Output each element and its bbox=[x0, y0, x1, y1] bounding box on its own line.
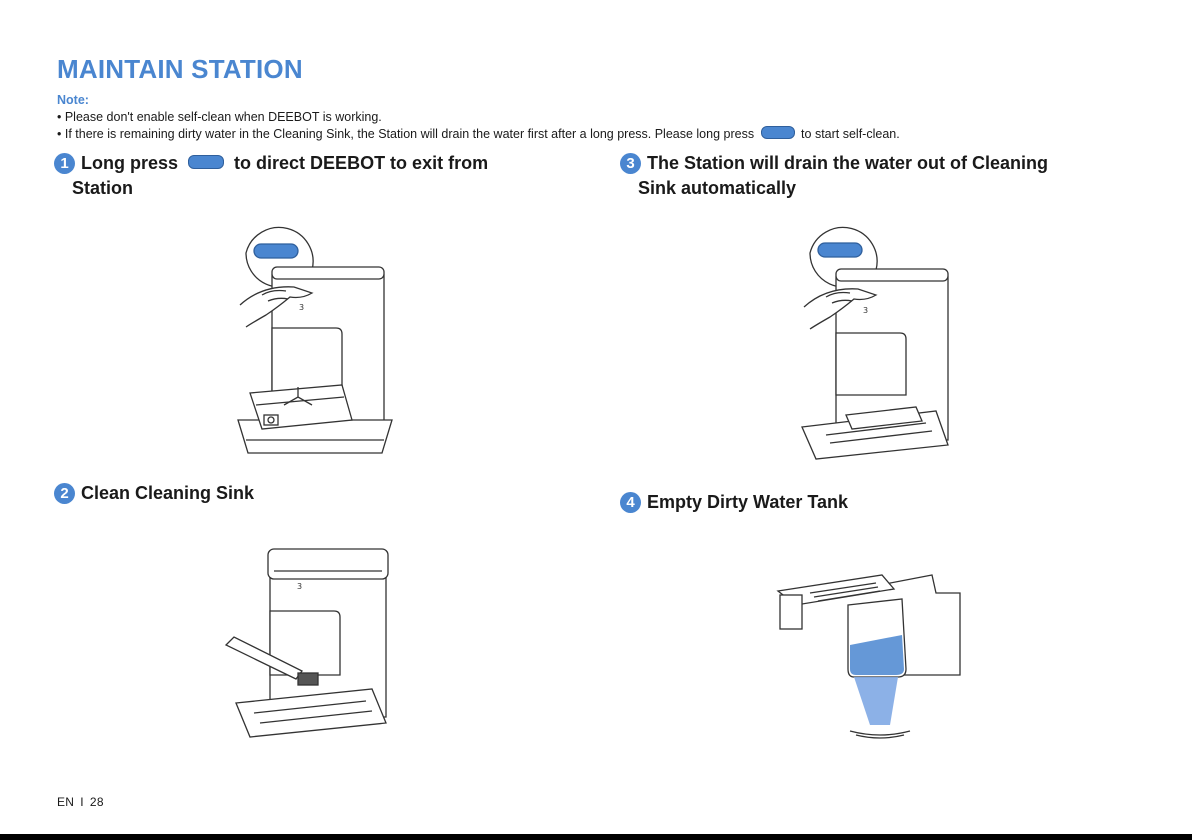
step-2-title: 2 Clean Cleaning Sink bbox=[54, 481, 254, 506]
footer-lang: EN bbox=[57, 795, 75, 809]
empty-tank-illustration bbox=[776, 574, 961, 739]
station-exit-illustration: 3 bbox=[237, 226, 393, 454]
step-3-text-cont: Sink automatically bbox=[638, 178, 797, 198]
page-title: MAINTAIN STATION bbox=[57, 54, 303, 84]
note-line-1: • Please don't enable self-clean when DE… bbox=[57, 110, 382, 124]
step-2-text: Clean Cleaning Sink bbox=[81, 483, 255, 503]
step-1-title: 1 Long press to direct DEEBOT to exit fro… bbox=[54, 151, 488, 201]
step-4-text: Empty Dirty Water Tank bbox=[647, 492, 849, 512]
step-3-title: 3 The Station will drain the water out of… bbox=[620, 151, 1048, 201]
station-drain-illustration: 3 bbox=[801, 226, 949, 460]
step-1-text-cont: Station bbox=[72, 178, 133, 198]
step-3-text: The Station will drain the water out of … bbox=[647, 153, 1049, 173]
bottom-rule bbox=[0, 834, 1192, 840]
button-pill-icon bbox=[760, 126, 795, 139]
button-pill-icon bbox=[188, 155, 225, 169]
svg-text:3: 3 bbox=[297, 582, 302, 591]
step-4-title: 4 Empty Dirty Water Tank bbox=[620, 490, 848, 515]
footer-page-number: 28 bbox=[89, 795, 104, 809]
note-line-2-end: to start self-clean. bbox=[801, 127, 900, 141]
note-line-2-text: • If there is remaining dirty water in t… bbox=[57, 127, 755, 141]
svg-text:3: 3 bbox=[299, 303, 304, 312]
footer-separator: I bbox=[80, 795, 84, 809]
svg-text:3: 3 bbox=[863, 306, 868, 315]
note-label: Note: bbox=[57, 93, 89, 107]
step-1-text-before: Long press bbox=[81, 153, 179, 173]
note-line-2: • If there is remaining dirty water in t… bbox=[57, 126, 1157, 143]
step-1-text-after: to direct DEEBOT to exit from bbox=[234, 153, 489, 173]
step-4-number: 4 bbox=[620, 492, 641, 513]
step-2-number: 2 bbox=[54, 483, 75, 504]
clean-sink-illustration: 3 bbox=[224, 548, 389, 738]
page-footer: EN I 28 bbox=[57, 795, 104, 809]
button-pill-icon bbox=[253, 243, 299, 259]
button-pill-icon bbox=[817, 242, 863, 258]
step-3-number: 3 bbox=[620, 153, 641, 174]
note-block: Note: • Please don't enable self-clean w… bbox=[57, 92, 1157, 143]
step-1-number: 1 bbox=[54, 153, 75, 174]
